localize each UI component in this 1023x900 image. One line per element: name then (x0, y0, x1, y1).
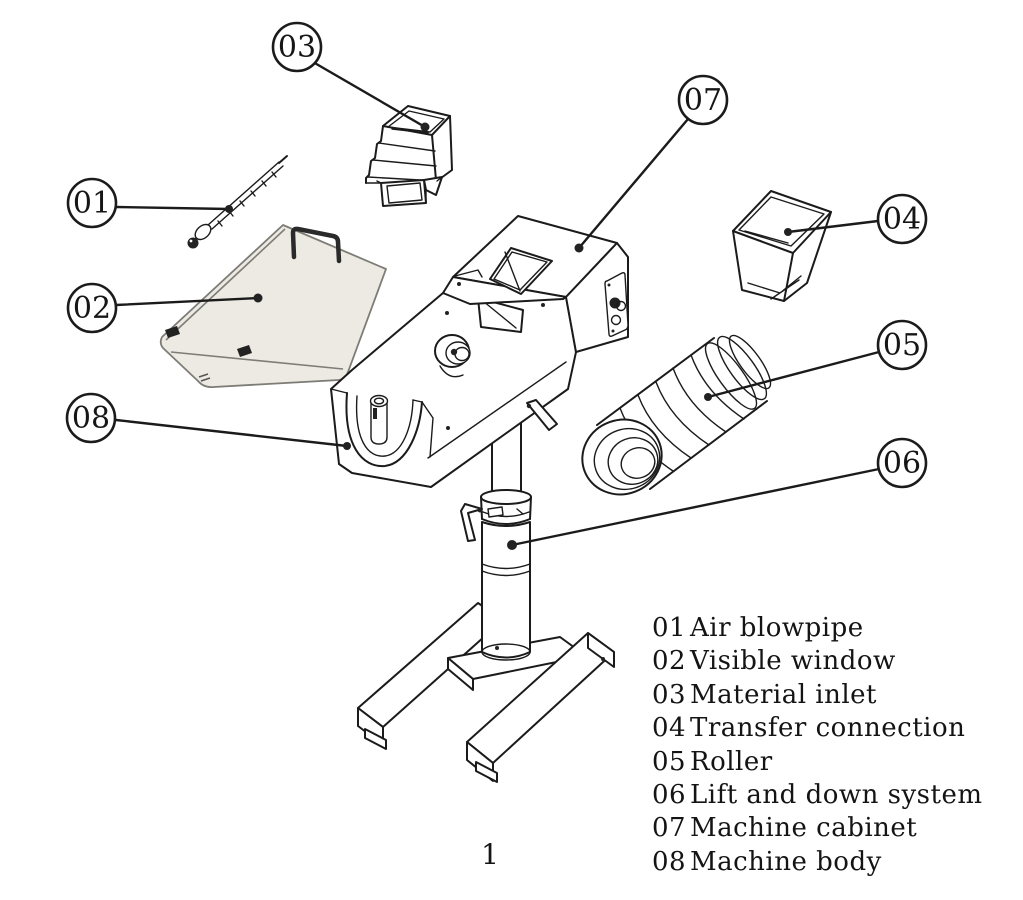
roller-part (581, 334, 772, 496)
page-number: 1 (481, 838, 499, 871)
legend-item-number: 03 (652, 679, 687, 710)
callout-07: 07 (677, 74, 729, 126)
legend-item-name: Roller (690, 746, 773, 777)
callout-06: 06 (876, 437, 928, 489)
leader-01 (114, 205, 233, 213)
legend-item-name: Material inlet (690, 679, 877, 710)
callout-03: 03 (271, 21, 323, 73)
machine-body-part (330, 292, 577, 488)
leader-08 (114, 418, 351, 450)
callout-07-label: 07 (684, 83, 722, 118)
callout-05-label: 05 (883, 328, 921, 363)
callout-04: 04 (876, 193, 928, 245)
callout-01-label: 01 (73, 186, 111, 221)
transfer-connection-part (732, 190, 832, 302)
legend-item-number: 06 (652, 780, 687, 811)
legend-item-number: 08 (652, 846, 687, 877)
legend-item-name: Air blowpipe (690, 613, 864, 643)
material-inlet-part (365, 105, 453, 207)
window-handle (290, 226, 342, 264)
legend-item-name: Visible window (690, 646, 896, 677)
legend-item-number: 05 (652, 746, 687, 777)
callout-08-label: 08 (72, 401, 110, 436)
legend-item-name: Machine cabinet (690, 813, 918, 844)
window-clip (165, 326, 180, 338)
legend-item-number: 02 (652, 646, 687, 677)
callout-02: 02 (66, 282, 118, 334)
callout-02-label: 02 (73, 291, 111, 326)
air-blowpipe-part (187, 155, 288, 249)
leader-04 (784, 219, 880, 236)
legend-item-name: Lift and down system (690, 780, 983, 811)
leader-06 (507, 467, 881, 550)
clamp-handle (460, 503, 483, 542)
leader-07 (574, 117, 690, 253)
callout-05: 05 (876, 319, 928, 371)
machine-cabinet-part (442, 215, 629, 353)
callout-04-label: 04 (883, 202, 921, 237)
window-clip (237, 345, 252, 357)
lift-and-down-system-part (357, 411, 615, 783)
legend-item-number: 01 (652, 613, 687, 643)
callout-08: 08 (65, 392, 117, 444)
leader-lines (114, 60, 881, 550)
callout-06-label: 06 (883, 446, 921, 481)
leader-03 (311, 60, 430, 132)
panel-knob (609, 297, 621, 309)
legend-item-name: Machine body (690, 846, 882, 877)
leader-05 (704, 350, 881, 401)
legend-item-name: Transfer connection (690, 713, 966, 744)
callout-03-label: 03 (278, 30, 316, 65)
callout-01: 01 (66, 177, 118, 229)
leader-02 (114, 293, 263, 307)
body-lever (526, 399, 558, 431)
legend-item-number: 04 (652, 713, 687, 744)
visible-window-part (159, 224, 387, 389)
legend-item-number: 07 (652, 813, 687, 844)
